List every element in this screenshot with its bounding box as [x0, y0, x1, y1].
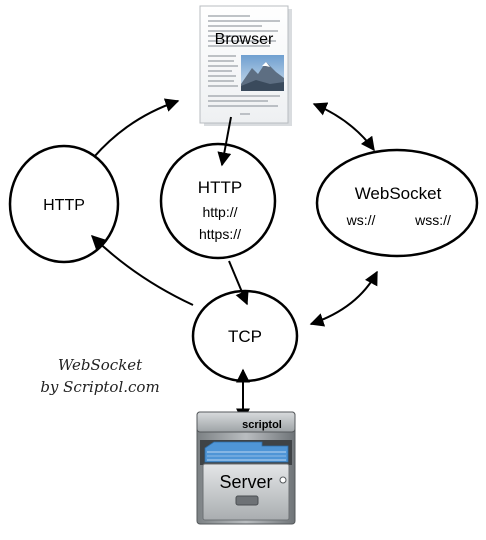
arrow-http-to-tcp [228, 260, 249, 306]
arrow-http-to-browser [93, 98, 180, 158]
diagram-caption: WebSocket by Scriptol.com [30, 354, 170, 398]
folder-icon [204, 441, 289, 463]
drawer-handle [235, 495, 259, 506]
mountain-photo-icon [241, 55, 284, 91]
http-left-node [8, 144, 120, 264]
wss-scheme-label: wss:// [414, 212, 451, 228]
arrow-websocket-tcp [309, 270, 378, 327]
arrow-browser-to-http [217, 116, 232, 167]
websocket-node [315, 148, 479, 258]
caption-author: by Scriptol.com [40, 378, 160, 396]
server-cabinet-icon: Server scriptol [196, 411, 296, 525]
websocket-label: WebSocket [355, 184, 442, 203]
ws-scheme-label: ws:// [346, 212, 376, 228]
arrow-browser-websocket [312, 102, 375, 152]
browser-label: Browser [215, 31, 274, 48]
http-scheme-label: http:// [202, 204, 237, 220]
https-scheme-label: https:// [199, 226, 241, 242]
http-left-label: HTTP [43, 197, 85, 214]
tcp-label: TCP [228, 327, 262, 346]
scriptol-brand: scriptol [242, 419, 282, 431]
server-label: Server [219, 472, 272, 492]
arrow-tcp-to-http-left [90, 235, 194, 306]
browser-document-icon: Browser [199, 5, 292, 126]
http-center-node [159, 142, 277, 260]
http-center-label: HTTP [198, 178, 242, 197]
caption-title: WebSocket [57, 356, 143, 374]
